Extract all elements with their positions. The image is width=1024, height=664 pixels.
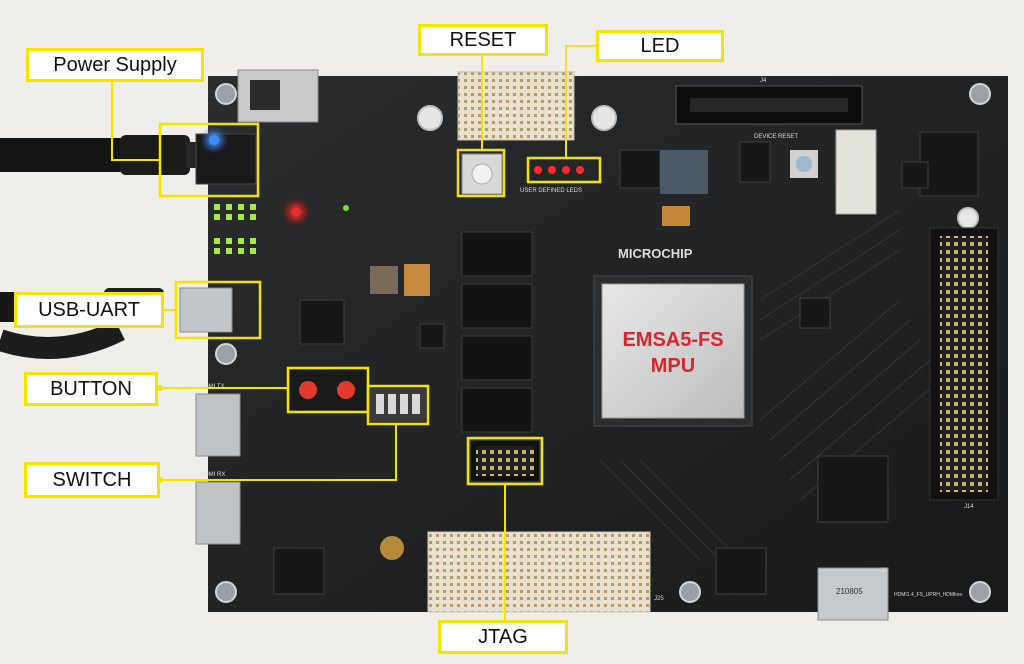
j14-silkscreen: J14 — [964, 504, 974, 510]
user-leds-silkscreen: USER DEFINED LEDS — [520, 188, 582, 194]
hdmi-rx-silkscreen: HDMI RX — [200, 472, 225, 478]
switch-leader — [160, 424, 397, 481]
led-leader — [565, 45, 596, 158]
led-callout: LED — [596, 30, 724, 62]
button-callout: BUTTON — [24, 372, 158, 406]
mpu-chip-label-line2: MPU — [651, 355, 695, 377]
switch-callout: SWITCH — [24, 462, 160, 498]
j2-silkscreen: J2 — [880, 568, 887, 574]
power-cable — [0, 135, 216, 175]
brand-silkscreen: MICROCHIP — [618, 246, 693, 261]
power-supply-leader — [111, 82, 160, 161]
led-highlight — [526, 156, 602, 184]
usb-uart-callout: USB-UART — [14, 292, 164, 328]
hdmi-connector-text: 210805 — [836, 587, 863, 596]
j4-silkscreen: J4 — [760, 78, 767, 84]
switch-highlight — [366, 384, 430, 426]
main-mpu-chip — [593, 275, 753, 427]
reset-callout: RESET — [418, 24, 548, 56]
hdmi-label-silkscreen: HDMI1.4_FS_UPRH_HDMIrev — [894, 592, 963, 598]
j25-silkscreen: J25 — [654, 596, 664, 602]
power-supply-callout: Power Supply — [26, 48, 204, 82]
jtag-callout: JTAG — [438, 620, 568, 654]
mpu-chip-label-line1: EMSA5-FS — [622, 329, 723, 351]
device-reset-silkscreen: DEVICE RESET — [754, 134, 798, 140]
